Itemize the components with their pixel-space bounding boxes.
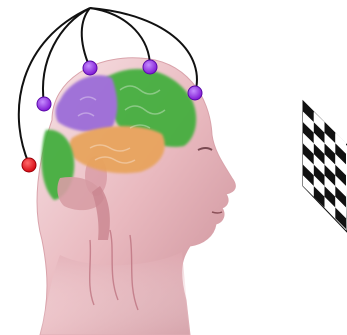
brain-lobe-parietal (56, 75, 118, 132)
electrode-3 (143, 60, 157, 74)
electrode-4 (188, 86, 202, 100)
electrode-1 (37, 97, 51, 111)
wire-electrode-2 (82, 8, 90, 68)
electrode-reference (22, 158, 36, 172)
electrode-2 (83, 61, 97, 75)
checkerboard-stimulus (303, 101, 347, 232)
